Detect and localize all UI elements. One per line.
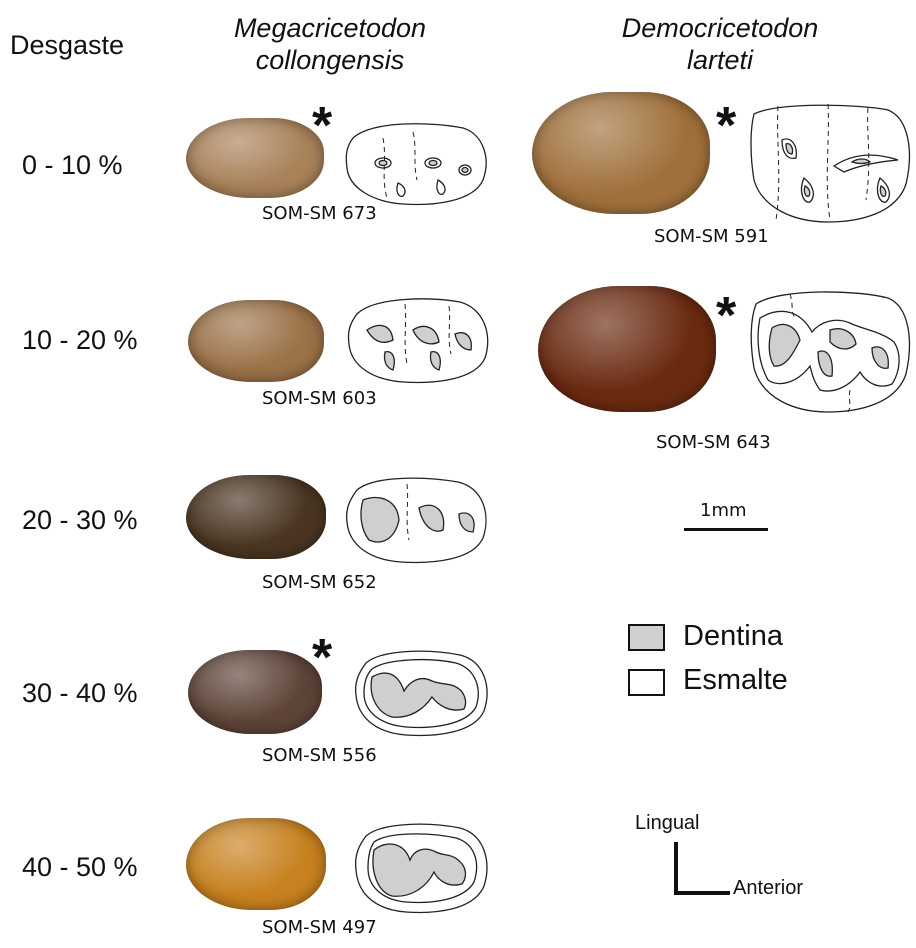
wear-label-30-40: 30 - 40 % [22, 678, 138, 709]
asterisk-marker: * [312, 100, 332, 152]
legend-label-enamel: Esmalte [683, 664, 788, 697]
legend-label-dentine: Dentina [683, 620, 783, 653]
tooth-photo [532, 92, 710, 214]
wear-label-40-50: 40 - 50 % [22, 852, 138, 883]
species-megacricetodon-header: Megacricetodon collongensis [200, 12, 460, 76]
tooth-drawing [748, 100, 914, 226]
tooth-photo [186, 118, 324, 198]
tooth-drawing [345, 294, 495, 384]
orientation-anterior-label: Anterior [733, 877, 803, 900]
specimen-label: SOM-SM 652 [262, 572, 377, 593]
specimen-label: SOM-SM 603 [262, 388, 377, 409]
tooth-photo [188, 650, 322, 734]
legend-swatch-enamel [628, 669, 665, 696]
specimen-label: SOM-SM 556 [262, 745, 377, 766]
species-genus: Democricetodon [590, 12, 850, 44]
asterisk-marker: * [716, 100, 736, 152]
orientation-horizontal-arrow [674, 891, 730, 895]
tooth-drawing [750, 286, 914, 416]
tooth-drawing [352, 647, 492, 737]
wear-label-0-10: 0 - 10 % [22, 150, 123, 181]
scale-bar-label: 1mm [700, 500, 747, 521]
species-epithet: collongensis [200, 44, 460, 76]
species-epithet: larteti [590, 44, 850, 76]
scale-bar [684, 528, 768, 531]
specimen-label: SOM-SM 643 [656, 432, 771, 453]
tooth-photo [186, 475, 326, 559]
specimen-label: SOM-SM 497 [262, 917, 377, 938]
wear-column-header: Desgaste [10, 30, 124, 61]
orientation-vertical-arrow [674, 842, 678, 894]
asterisk-marker: * [312, 632, 332, 684]
asterisk-marker: * [716, 290, 736, 342]
tooth-drawing [352, 820, 492, 916]
species-genus: Megacricetodon [200, 12, 460, 44]
tooth-photo [186, 818, 326, 910]
species-democricetodon-header: Democricetodon larteti [590, 12, 850, 76]
orientation-lingual-label: Lingual [635, 812, 700, 835]
specimen-label: SOM-SM 673 [262, 203, 377, 224]
wear-label-20-30: 20 - 30 % [22, 505, 138, 536]
wear-label-10-20: 10 - 20 % [22, 325, 138, 356]
tooth-photo [188, 300, 324, 382]
tooth-drawing [343, 118, 493, 208]
legend-swatch-dentine [628, 624, 665, 651]
tooth-photo [538, 286, 716, 412]
specimen-label: SOM-SM 591 [654, 226, 769, 247]
tooth-drawing [343, 474, 493, 564]
